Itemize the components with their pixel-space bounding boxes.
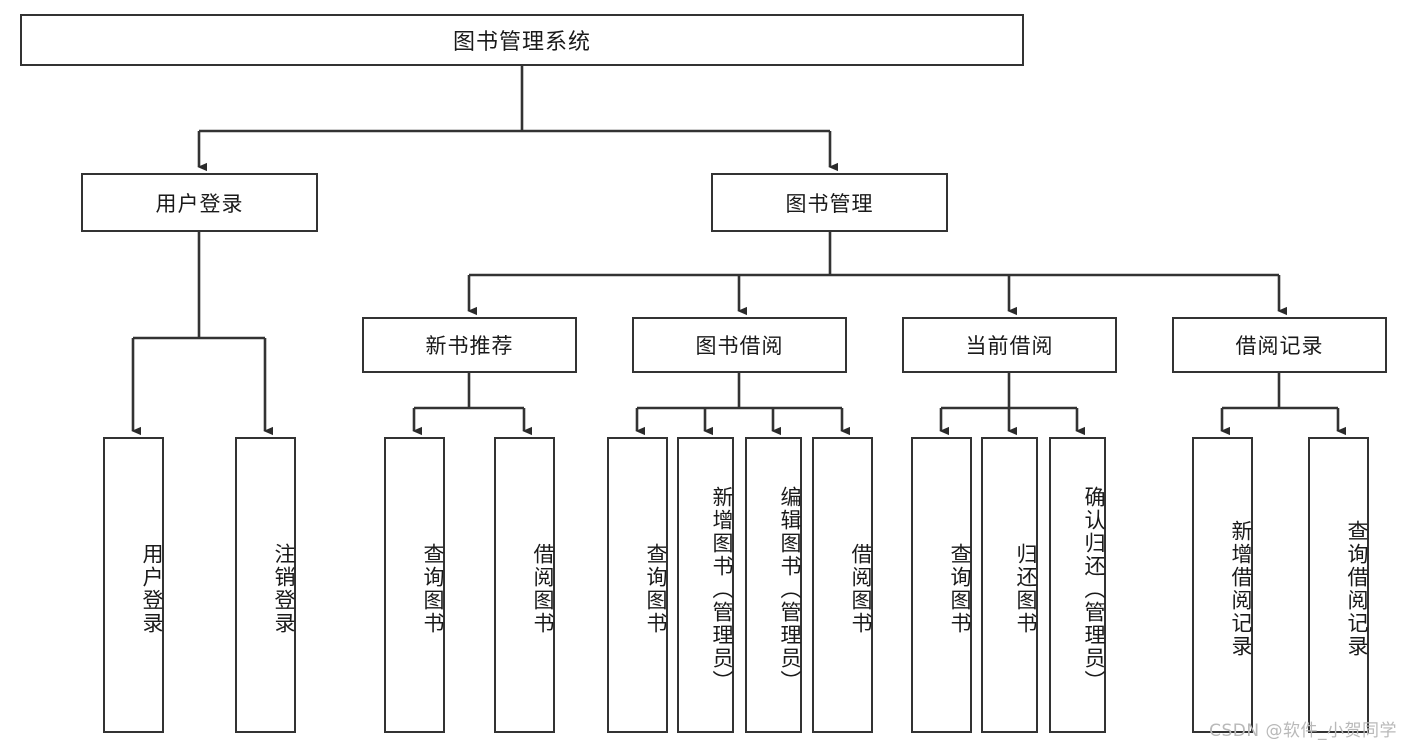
node-label: 图书管理系统 [452, 30, 591, 55]
node-label: 新增图书（管理员） [710, 485, 734, 693]
leaf-return-book[interactable]: 归还图书 [981, 437, 1038, 733]
leaf-borrow-book-borrowing[interactable]: 借阅图书 [812, 437, 873, 733]
leaf-add-book-admin[interactable]: 新增图书（管理员） [677, 437, 734, 733]
node-label: 用户登录 [155, 191, 244, 216]
node-label: 借阅记录 [1235, 334, 1324, 358]
node-borrowing-record[interactable]: 借阅记录 [1172, 317, 1387, 373]
node-label: 查询图书 [644, 543, 668, 635]
node-label: 编辑图书（管理员） [778, 485, 802, 693]
node-label: 查询图书 [421, 543, 445, 635]
node-label: 确认归还（管理员） [1082, 485, 1106, 693]
node-label: 注销登录 [272, 543, 296, 635]
node-label: 借阅图书 [849, 543, 873, 635]
node-current-borrowing[interactable]: 当前借阅 [902, 317, 1117, 373]
leaf-borrow-book-recommendation[interactable]: 借阅图书 [494, 437, 555, 733]
leaf-user-login[interactable]: 用户登录 [103, 437, 164, 733]
node-label: 新书推荐 [425, 334, 514, 358]
leaf-query-book-current[interactable]: 查询图书 [911, 437, 972, 733]
node-book-management[interactable]: 图书管理 [711, 173, 948, 232]
leaf-query-book-borrowing[interactable]: 查询图书 [607, 437, 668, 733]
leaf-add-borrowing-record[interactable]: 新增借阅记录 [1192, 437, 1253, 733]
node-new-book-recommendation[interactable]: 新书推荐 [362, 317, 577, 373]
leaf-query-book-recommendation[interactable]: 查询图书 [384, 437, 445, 733]
node-label: 查询借阅记录 [1345, 520, 1369, 658]
node-label: 借阅图书 [531, 543, 555, 635]
leaf-query-borrowing-record[interactable]: 查询借阅记录 [1308, 437, 1369, 733]
node-label: 当前借阅 [965, 334, 1054, 358]
leaf-confirm-return-admin[interactable]: 确认归还（管理员） [1049, 437, 1106, 733]
node-label: 归还图书 [1014, 543, 1038, 635]
node-label: 用户登录 [140, 543, 164, 635]
node-root-book-management-system[interactable]: 图书管理系统 [20, 14, 1024, 66]
node-user-login[interactable]: 用户登录 [81, 173, 318, 232]
leaf-edit-book-admin[interactable]: 编辑图书（管理员） [745, 437, 802, 733]
node-label: 查询图书 [948, 543, 972, 635]
node-label: 新增借阅记录 [1229, 520, 1253, 658]
leaf-logout[interactable]: 注销登录 [235, 437, 296, 733]
node-book-borrowing[interactable]: 图书借阅 [632, 317, 847, 373]
node-label: 图书管理 [785, 191, 874, 216]
node-label: 图书借阅 [695, 334, 784, 358]
csdn-watermark: CSDN @软件_小贺同学 [1209, 721, 1397, 741]
